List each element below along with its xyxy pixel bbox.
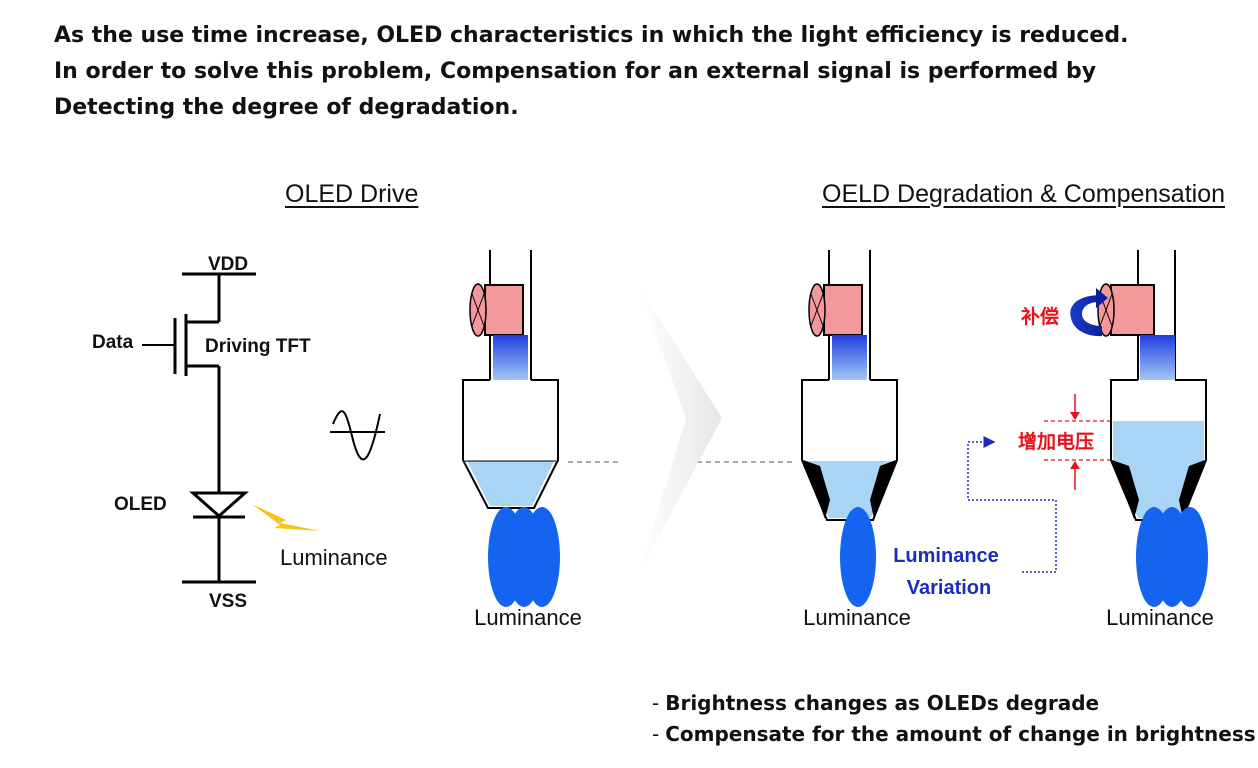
luminance-blob-2 [840,507,876,607]
compensation-arrow-icon [1070,295,1102,337]
feedback-arrow-icon [967,436,1057,573]
tft-block-2 [823,284,863,336]
emission-layer-1 [467,461,554,506]
note-item: -Brightness changes as OLEDs degrade [652,691,1100,715]
oled-drive-circuit: VDD VSS Data Driving TFT OLED Luminance [92,254,388,612]
channel-3 [1140,335,1175,387]
pixel1-luminance-label: Luminance [474,605,582,630]
vss-label: VSS [209,591,247,612]
degraded-edge-right-3 [1179,460,1205,519]
degraded-edge-right-2 [870,460,896,519]
luminance-blob-1 [488,507,560,607]
data-label: Data [92,332,134,353]
pixel-degraded: Luminance Luminance Variation [801,250,999,630]
degraded-edge-left-2 [803,460,830,519]
oled-label: OLED [114,494,167,515]
luminance-variation-line2: Variation [907,577,991,599]
luminance-blob-3 [1136,507,1208,607]
note-item: -Compensate for the amount of change in … [652,722,1256,746]
voltage-increase-label: 增加电压 [1018,430,1094,453]
notes-list: -Brightness changes as OLEDs degrade -Co… [652,688,1256,750]
channel-2 [832,335,867,387]
channel-1 [493,335,528,387]
compensation-label: 补偿 [1021,305,1059,328]
intro-line-3: Detecting the degree of degradation. [54,95,519,120]
intro-text: As the use time increase, OLED character… [54,18,1128,126]
intro-line-1: As the use time increase, OLED character… [54,23,1129,48]
intro-line-2: In order to solve this problem, Compensa… [54,59,1097,84]
pixel-normal: Luminance [462,250,582,630]
pixel2-luminance-label: Luminance [803,605,911,630]
pixel-compensated: Luminance 补偿 增加电压 [1018,250,1214,630]
pixel3-luminance-label: Luminance [1106,605,1214,630]
luminance-variation-line1: Luminance [893,545,999,567]
driving-tft-label: Driving TFT [205,336,311,357]
transition-arrow-icon [638,285,722,575]
circuit-luminance-label: Luminance [280,545,388,570]
lightning-icon [252,504,320,531]
tft-block-1 [484,284,524,336]
heading-oled-drive: OLED Drive [285,180,419,208]
vdd-label: VDD [208,254,248,275]
heading-degradation-compensation: OELD Degradation & Compensation [822,180,1226,208]
tft-block-3 [1110,284,1155,336]
equivalence-icon [330,410,385,461]
degraded-edge-left-3 [1112,460,1139,519]
oled-diode-icon [189,491,249,519]
